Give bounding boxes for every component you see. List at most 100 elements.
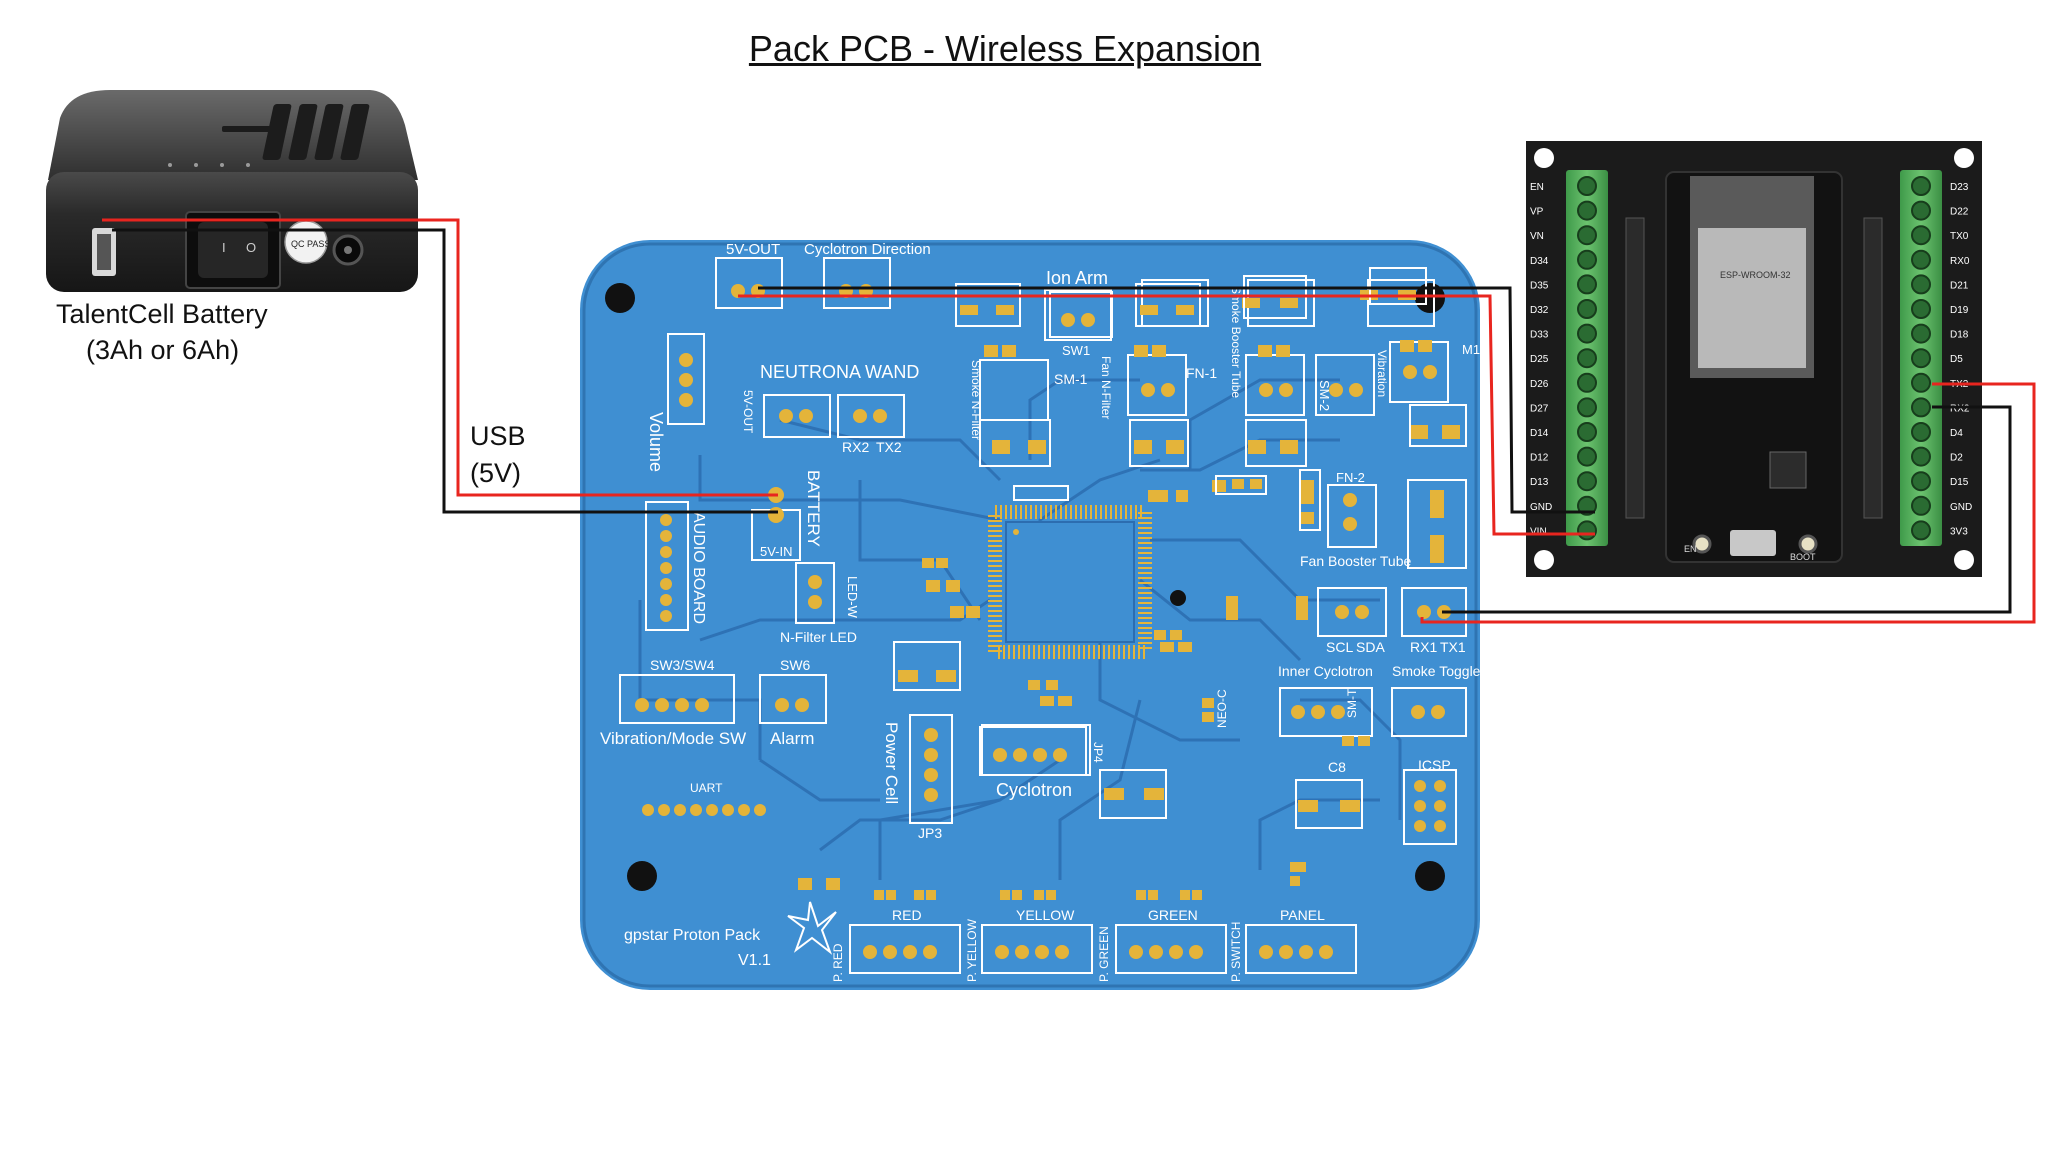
esp-left-pin-label: VP	[1530, 207, 1544, 218]
label-sm2: SM-2	[1317, 380, 1332, 411]
esp-left-pin-label: VIN	[1530, 526, 1547, 537]
terminal-screw	[1911, 274, 1931, 295]
rx2-wire	[1442, 405, 2012, 614]
terminal-screw	[1911, 176, 1931, 196]
mcu-chip	[988, 505, 1152, 659]
esp-left-pin-label: D27	[1530, 403, 1549, 414]
terminal-screw	[1911, 520, 1931, 541]
esp-right-pin-label: RX2	[1950, 403, 1970, 414]
label-fn1: FN-1	[1186, 365, 1217, 381]
terminal-screw	[1577, 176, 1597, 196]
label-green: GREEN	[1148, 907, 1198, 923]
esp-left-pin-label: D26	[1530, 379, 1549, 390]
label-sm-t: SM-T	[1345, 688, 1359, 718]
label-sw1: SW1	[1062, 343, 1090, 358]
label-uart: UART	[690, 781, 723, 795]
terminal-screw	[1577, 200, 1597, 221]
esp-right-pin-label: 3V3	[1950, 526, 1968, 537]
label-smoke-toggle: Smoke Toggle	[1392, 663, 1481, 679]
terminal-screw	[1577, 446, 1597, 467]
esp-right-pin-label: D5	[1950, 354, 1963, 365]
esp-right-pin-label: D21	[1950, 280, 1969, 291]
diagram-title: Pack PCB - Wireless Expansion	[748, 28, 1262, 69]
label-sw6: SW6	[780, 657, 811, 673]
terminal-screw	[1577, 397, 1597, 418]
wiring	[102, 218, 2036, 624]
terminal-screw	[1577, 249, 1597, 270]
terminal-screw	[1911, 422, 1931, 442]
label-panel: PANEL	[1280, 907, 1325, 923]
esp-right-pin-label: TX0	[1950, 231, 1969, 242]
esp-right-pin-label: D2	[1950, 453, 1963, 464]
label-scl: SCL	[1326, 639, 1353, 655]
label-smoke-booster-tube: Smoke Booster Tube	[1229, 286, 1243, 398]
qc-sticker-text: QC PASSED	[291, 239, 343, 249]
label-neo-c: NEO-C	[1215, 689, 1229, 728]
label-5v-in: 5V-IN	[760, 544, 793, 559]
terminal-screw	[1577, 422, 1597, 442]
label-vibration-mode-sw: Vibration/Mode SW	[600, 729, 746, 748]
terminal-screw	[1577, 274, 1597, 295]
esp-left-pin-label: D35	[1530, 280, 1549, 291]
terminal-screw	[1911, 323, 1931, 344]
label-neutrona-wand: NEUTRONA WAND	[760, 362, 919, 382]
label-rx1: RX1	[1410, 639, 1437, 655]
esp-right-pin-label: RX0	[1950, 256, 1970, 267]
esp-left-pin-label: D34	[1530, 256, 1549, 267]
esp-right-pin-label: D19	[1950, 305, 1969, 316]
switch-on-mark: I	[222, 240, 226, 255]
esp-left-pin-label: GND	[1530, 502, 1552, 513]
label-volume: Volume	[646, 412, 666, 472]
label-p-yellow: P. YELLOW	[965, 918, 979, 982]
esp-left-pin-label: D32	[1530, 305, 1549, 316]
pcb-version: V1.1	[738, 952, 771, 969]
label-sda: SDA	[1356, 639, 1385, 655]
tx2-wire	[1420, 382, 2036, 624]
label-led-w: LED-W	[845, 576, 860, 619]
battery-capacity-label: (3Ah or 6Ah)	[86, 335, 240, 365]
label-alarm: Alarm	[770, 729, 814, 748]
en-button-label: EN	[1684, 544, 1697, 554]
esp-left-pin-label: D14	[1530, 428, 1549, 439]
label-jp3: JP3	[918, 825, 942, 841]
terminal-screw	[1911, 299, 1931, 319]
label-red: RED	[892, 907, 922, 923]
esp-left-pin-label: D13	[1530, 477, 1549, 488]
terminal-screw	[1911, 348, 1931, 369]
label-rx2: RX2	[842, 439, 869, 455]
esp-left-pin-label: VN	[1530, 231, 1544, 242]
terminal-screw	[1911, 446, 1931, 467]
star-logo-icon	[787, 901, 837, 955]
switch-off-mark: O	[246, 240, 256, 255]
label-sm1: SM-1	[1054, 371, 1088, 387]
usb-voltage-label: (5V)	[470, 458, 522, 488]
terminal-screw	[1577, 495, 1597, 516]
battery-label: TalentCell Battery	[56, 299, 268, 329]
esp-right-pin-label: D23	[1950, 182, 1969, 193]
terminal-screw	[1911, 225, 1931, 246]
label-sw3-sw4: SW3/SW4	[650, 657, 715, 673]
label-cyclotron: Cyclotron	[996, 780, 1072, 800]
terminal-screw	[1577, 323, 1597, 344]
esp-left-pin-label: D33	[1530, 330, 1549, 341]
label-inner-cyclotron: Inner Cyclotron	[1278, 663, 1373, 679]
label-p-green: P. GREEN	[1097, 926, 1111, 982]
esp-right-pin-label: D4	[1950, 428, 1963, 439]
label-ion-arm: Ion Arm	[1046, 268, 1108, 288]
label-n-filter-led: N-Filter LED	[780, 629, 857, 645]
label-tx2: TX2	[876, 439, 902, 455]
pack-pcb: 5V-OUT Cyclotron Direction Ion Arm SW1 V…	[580, 240, 1481, 990]
terminal-screw	[1577, 348, 1597, 369]
esp-left-pin-label: D12	[1530, 453, 1549, 464]
label-fan-booster-tube: Fan Booster Tube	[1300, 553, 1412, 569]
usb-negative-wire	[112, 228, 778, 514]
label-battery: BATTERY	[804, 470, 823, 547]
pcb-brand: gpstar Proton Pack	[624, 927, 761, 944]
label-fan-n-filter: Fan N-Filter	[1099, 356, 1113, 419]
label-icsp: ICSP	[1418, 757, 1451, 773]
esp-right-pin-label: D15	[1950, 477, 1969, 488]
label-smoke-n-filter: Smoke N-Filter	[969, 360, 983, 440]
